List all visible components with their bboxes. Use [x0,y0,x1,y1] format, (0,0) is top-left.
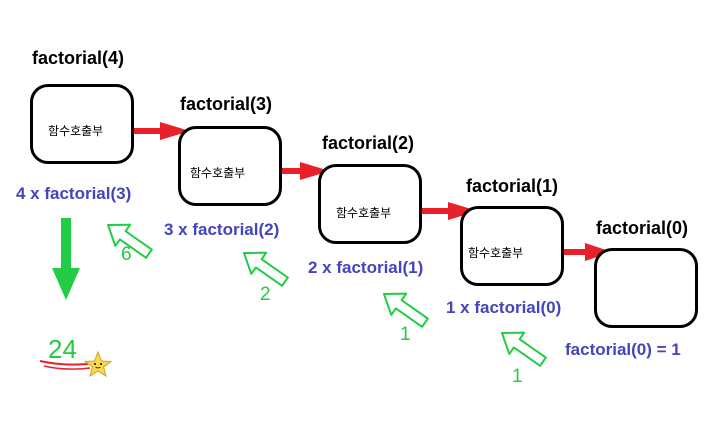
call-label-4: 함수호출부 [48,124,104,138]
final-result: 24 [48,334,77,364]
call-box-0 [594,248,698,328]
call-box-1 [460,206,564,286]
call-arrow-1-to-0 [544,243,612,261]
call-title-2: factorial(2) [322,133,415,153]
call-arrow-3-to-2 [260,162,330,180]
call-label-2: 함수호출부 [336,206,392,220]
expression-0: factorial(0) = 1 [565,340,681,359]
return-value-2: 2 [260,284,271,305]
call-label-3: 함수호출부 [190,166,246,180]
result-arrow [52,218,80,300]
call-box-3 [178,126,282,206]
return-arrow-from-3 [107,223,153,259]
expression-3: 3 x factorial(2) [164,220,280,239]
result-underline-2 [43,365,91,370]
expression-1: 1 x factorial(0) [446,298,562,317]
call-title-0: factorial(0) [596,218,689,238]
call-title-4: factorial(4) [32,48,125,68]
call-box-4 [30,84,134,164]
call-arrow-4-to-3 [118,122,190,140]
return-arrow-from-2 [243,251,289,287]
call-label-1: 함수호출부 [468,246,524,260]
return-value-1: 1 [400,324,411,345]
call-arrow-2-to-1 [408,202,478,220]
return-value-3: 6 [121,244,132,265]
result-underline [39,360,89,366]
return-arrow-from-1 [383,292,429,328]
call-title-3: factorial(3) [180,94,273,114]
expression-2: 2 x factorial(1) [308,258,424,277]
star-icon [83,350,113,378]
expression-4: 4 x factorial(3) [16,184,132,203]
return-value-0: 1 [512,366,523,387]
call-box-2 [318,164,422,244]
return-arrow-from-0 [501,331,547,367]
call-title-1: factorial(1) [466,176,559,196]
